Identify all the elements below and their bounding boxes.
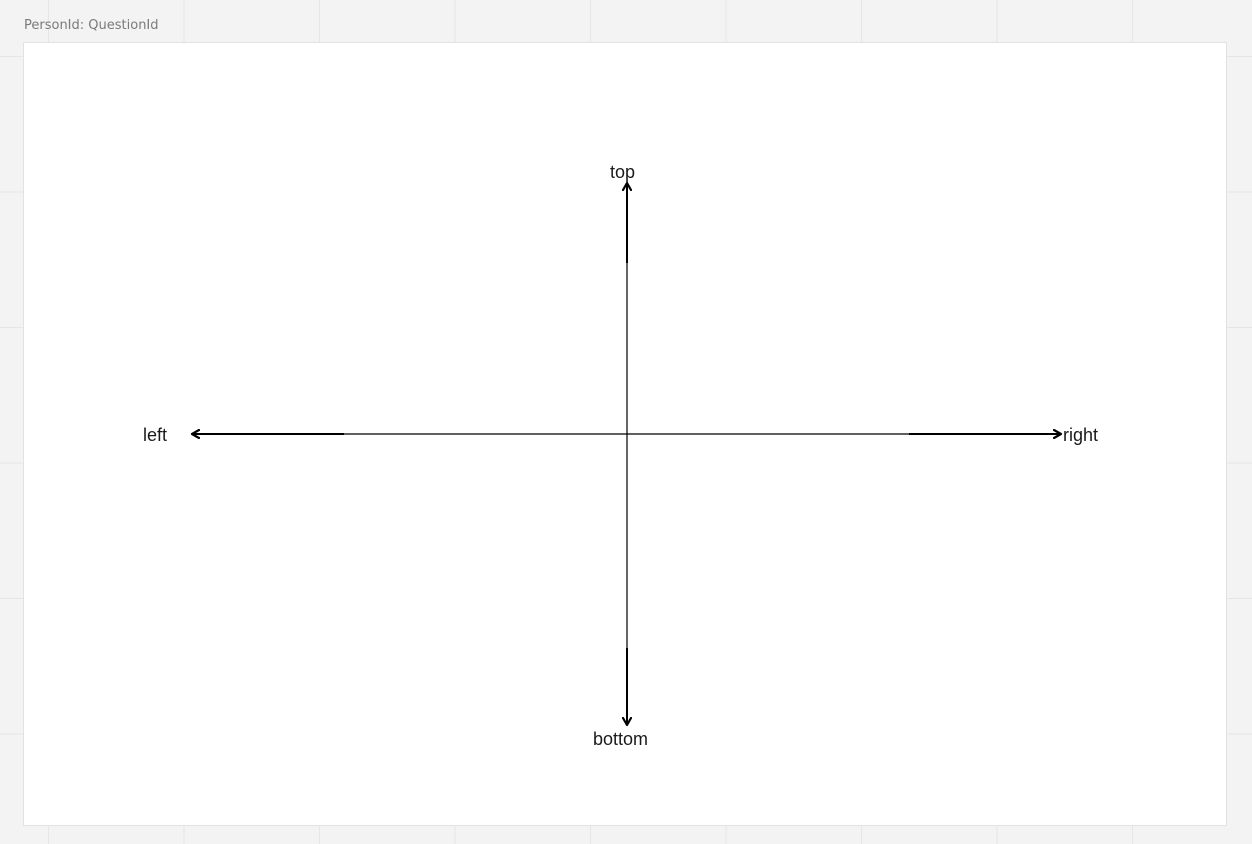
- diagram-frame[interactable]: top bottom left right: [23, 42, 1227, 826]
- label-left: left: [143, 425, 168, 445]
- label-right: right: [1063, 425, 1099, 445]
- frame-label: PersonId: QuestionId: [24, 18, 159, 33]
- label-bottom: bottom: [593, 729, 649, 749]
- direction-diagram: [24, 43, 1228, 827]
- label-top: top: [610, 162, 636, 182]
